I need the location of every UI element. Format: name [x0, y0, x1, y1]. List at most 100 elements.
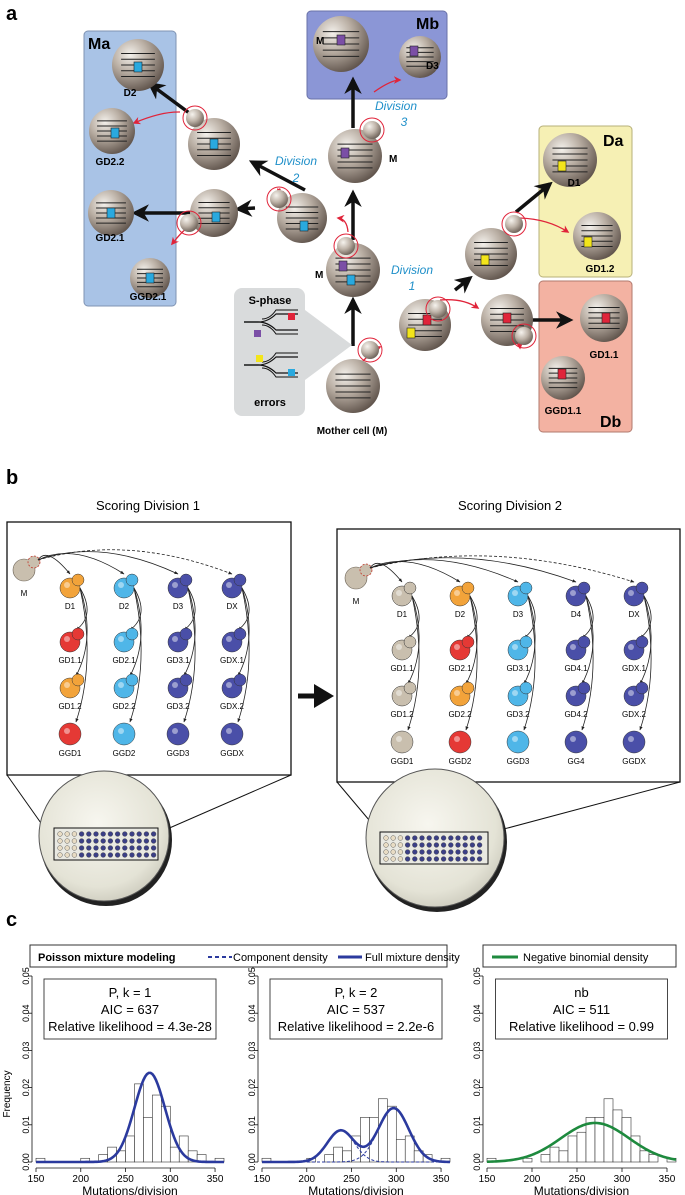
cell-label: DX	[226, 602, 238, 611]
fork-strand	[261, 352, 298, 363]
cell-highlight	[64, 728, 70, 734]
error-arrow	[373, 76, 402, 93]
well	[64, 852, 70, 858]
histogram-bar	[395, 1139, 406, 1163]
x-tick-label: 250	[569, 1174, 586, 1185]
histogram-bar	[522, 1157, 533, 1163]
well	[57, 838, 63, 844]
y-tick-label: 0.01	[21, 1116, 31, 1134]
error-arrow	[132, 111, 181, 125]
y-tick-label: 0.03	[247, 1042, 257, 1060]
cell-label-d2: D2	[124, 88, 137, 99]
x-tick-label: 150	[28, 1174, 45, 1185]
bud-highlight	[425, 296, 451, 322]
well-dots	[57, 831, 157, 858]
well	[419, 856, 425, 862]
well	[136, 852, 142, 858]
cell-label-d1: D1	[568, 178, 581, 189]
histogram-bar	[342, 1150, 352, 1163]
lineage-link	[465, 595, 478, 639]
scoring-div1-lineage: MD1GD1.1GD1.2GGD1D2GD2.1GD2.2GGD2D3GD3.1…	[12, 549, 250, 758]
cell-highlight	[172, 636, 178, 642]
fork-strand	[261, 309, 298, 320]
cell-highlight	[172, 682, 178, 688]
well	[107, 852, 114, 858]
cell-highlight	[172, 728, 178, 734]
cell-label: GG4	[568, 757, 585, 766]
cell-label: GD2.1	[448, 664, 472, 673]
well	[122, 852, 128, 858]
well	[433, 849, 440, 855]
cell-sphere	[390, 730, 414, 754]
well	[462, 856, 468, 862]
x-tick-label: 300	[388, 1174, 405, 1185]
bud-highlight	[357, 337, 383, 363]
well	[383, 835, 389, 841]
well	[100, 838, 106, 844]
cell-highlight	[226, 728, 232, 734]
division-3-number: 3	[401, 115, 408, 129]
lineage-link	[37, 553, 125, 575]
cell-bud	[519, 681, 533, 695]
well	[151, 831, 157, 837]
histogram-bar	[152, 1094, 162, 1163]
histogram-bar	[540, 1154, 551, 1163]
x-axis-label: Mutations/division	[308, 1184, 403, 1195]
cell-bud	[71, 573, 85, 587]
well	[71, 838, 78, 844]
cell-label: GD3.2	[506, 710, 530, 719]
well	[455, 835, 461, 841]
cell-label: GD4.1	[564, 664, 588, 673]
bud-cell	[180, 214, 198, 232]
plate-div1	[6, 770, 292, 906]
cell-highlight	[628, 690, 634, 696]
well	[405, 856, 411, 862]
well	[57, 831, 63, 837]
y-tick-label: 0.03	[21, 1042, 31, 1060]
well	[129, 831, 135, 837]
error-arrow	[439, 299, 480, 309]
cell-label: D3	[173, 602, 184, 611]
box-mb-label: Mb	[416, 16, 439, 33]
error-mark	[254, 330, 261, 337]
cell-label: GD2.2	[112, 702, 136, 711]
fork-strand	[261, 367, 298, 378]
well	[71, 852, 78, 858]
legend-nb	[482, 944, 677, 968]
x-tick-label: 350	[433, 1174, 450, 1185]
bud-highlight	[511, 323, 537, 349]
histogram-bar	[558, 1150, 569, 1163]
well	[426, 835, 432, 841]
cell-highlight	[512, 690, 518, 696]
well	[433, 835, 440, 841]
mutation-mark	[557, 160, 567, 172]
well	[426, 842, 432, 848]
cell-label: GD4.2	[564, 710, 588, 719]
lineage-link	[369, 559, 519, 583]
cell-sphere	[506, 730, 530, 754]
lineage-link	[75, 587, 88, 631]
well	[441, 842, 447, 848]
well	[78, 845, 85, 851]
mutation-mark	[601, 312, 611, 324]
histogram-bar	[630, 1135, 641, 1163]
well	[448, 842, 454, 848]
panel-a: a Ma Mb Da Db S-phase errors Division 3 …	[6, 3, 633, 437]
histogram-bar	[603, 1098, 614, 1163]
box-da-label: Da	[603, 133, 624, 150]
division-2-label: Division	[275, 154, 317, 168]
well-dots-2	[383, 835, 483, 862]
cell-label-m-low: M	[315, 270, 323, 281]
well	[136, 831, 142, 837]
cell-label: GDX.2	[622, 710, 647, 719]
well	[71, 845, 78, 851]
cell-highlight	[172, 582, 178, 588]
well	[426, 849, 432, 855]
stat-line: Relative likelihood = 2.2e-6	[278, 1019, 434, 1034]
cell-highlight	[512, 590, 518, 596]
cell-bud	[125, 673, 139, 687]
stat-line: P, k = 2	[335, 985, 378, 1000]
stat-box	[43, 978, 217, 1040]
well	[143, 838, 150, 844]
lineage-link	[129, 587, 142, 631]
